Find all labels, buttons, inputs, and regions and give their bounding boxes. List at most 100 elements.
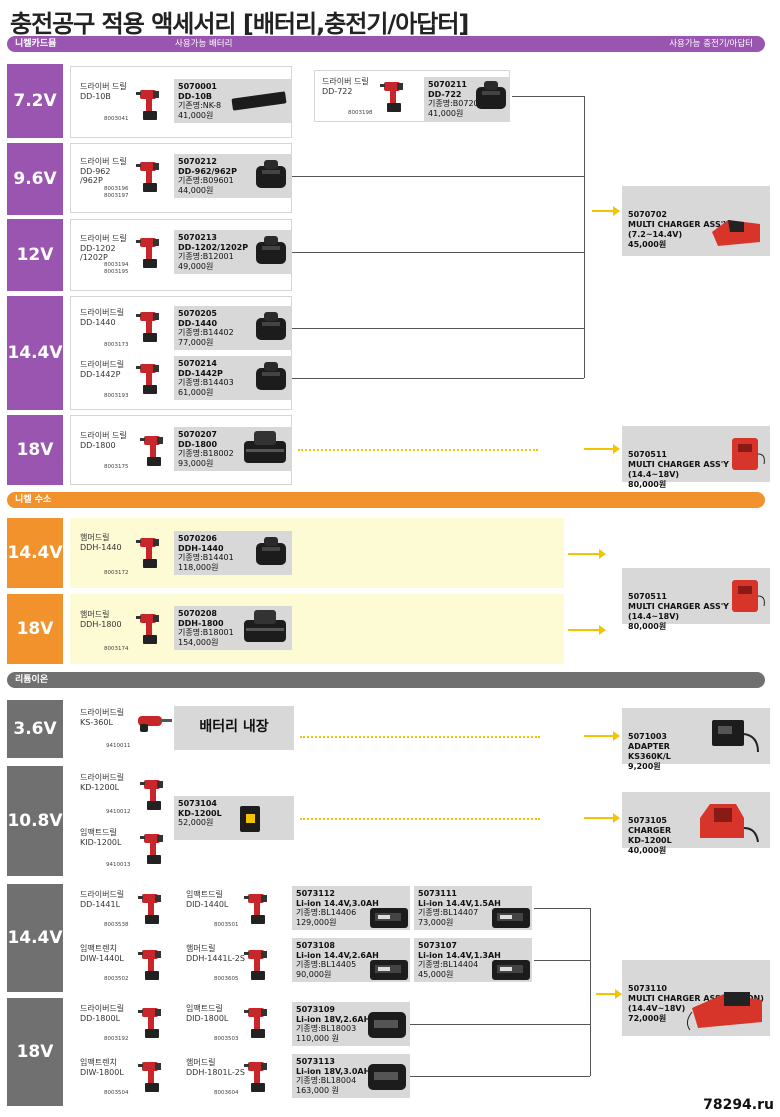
- battery-pack-icon: [256, 160, 286, 188]
- battery-part: 5073112 Li-ion 14.4V,3.0AH: [296, 889, 379, 908]
- battery-card: 5070212 DD-962/962P 기존명:B09601 44,000원: [174, 154, 292, 198]
- voltage-label: 18V: [7, 415, 63, 485]
- battery-part: 5073107 Li-ion 14.4V,1.3AH: [418, 941, 501, 960]
- battery-info: 기종명:B14403 61,000원: [178, 378, 234, 397]
- tool-label: 햄머드릴 DDH-1441L-2S: [186, 944, 245, 963]
- tool-code: 8003172: [104, 570, 129, 576]
- battery-info: 기종명:BL14406 129,000원: [296, 908, 357, 927]
- tool-label: 드라이버 드릴 DD-722: [322, 77, 369, 96]
- liion-battery-icon: [370, 960, 408, 980]
- battery-card: 5073109 Li-ion 18V,2.6AH 기종명:BL18003 110…: [292, 1002, 410, 1046]
- battery-card: 5070214 DD-1442P 기종명:B14403 61,000원: [174, 356, 292, 400]
- connector-line: [292, 252, 584, 253]
- hammer-drill-icon: [244, 1062, 267, 1092]
- battery-card: 5073113 Li-ion 18V,3.0AH 기종명:BL18004 163…: [292, 1054, 410, 1098]
- section-bar-liion: 리튬이온: [7, 672, 765, 688]
- arrow-icon: [596, 989, 622, 999]
- voltage-label: 14.4V: [7, 296, 63, 410]
- battery-part: 5070214 DD-1442P: [178, 359, 223, 378]
- battery-info: 기종명:BL18003 110,000 원: [296, 1024, 357, 1043]
- tool-code: 8003501: [214, 922, 239, 928]
- battery-pack-icon: [240, 806, 260, 832]
- charger-card: 5071003 ADAPTER KS360K/L 9,200원: [622, 708, 770, 771]
- arrow-icon: [568, 549, 606, 559]
- hammer-drill-icon: [244, 950, 267, 980]
- battery-info: 기존명:B09601 44,000원: [178, 176, 234, 195]
- tool-label: 햄머드릴 DDH-1801L-2S: [186, 1058, 245, 1077]
- connector-line: [534, 908, 590, 909]
- charger-icon: [686, 992, 762, 1031]
- battery-part: 5070207 DD-1800: [178, 430, 218, 449]
- connector-line: [534, 960, 590, 961]
- voltage-label: 9.6V: [7, 143, 63, 215]
- battery-part: 5070212 DD-962/962P: [178, 157, 237, 176]
- tool-code: 8003173: [104, 342, 129, 348]
- battery-card: 5070206 DDH-1440 기종명:B14401 118,000원: [174, 531, 292, 575]
- connector-line: [298, 449, 538, 451]
- drill-icon: [138, 894, 161, 924]
- connector-line: [410, 1024, 590, 1025]
- voltage-label: 14.4V: [7, 884, 63, 992]
- section-bar-nicad: 니켈카드뮴 사용가능 배터리 사용가능 충전기/아답터: [7, 36, 765, 52]
- tool-code: 8003198: [348, 110, 373, 116]
- liion-battery-icon: [492, 960, 530, 980]
- tool-label: 드라이버 드릴 DD-1202 /1202P: [80, 234, 127, 262]
- charger-card: 5070511 MULTI CHARGER ASS'Y (14.4~18V) 8…: [622, 426, 770, 489]
- battery-info: 기종명:B18002 93,000원: [178, 449, 234, 468]
- tool-label: 임팩트드릴 DID-1440L: [186, 890, 229, 909]
- builtin-battery-label: 배터리 내장: [199, 719, 269, 736]
- drill-icon: [380, 82, 403, 112]
- tool-label: 임팩트렌치 DIW-1800L: [80, 1058, 124, 1077]
- battery-info: 기종명:BL18004 163,000 원: [296, 1076, 357, 1095]
- battery-pack-icon: [256, 312, 286, 340]
- drill-icon: [136, 162, 159, 192]
- tool-label: 임팩트렌치 DIW-1440L: [80, 944, 124, 963]
- tool-code: 8003194 8003195: [104, 262, 129, 275]
- arrow-icon: [584, 813, 620, 823]
- battery-part: 5073104 KD-1200L: [178, 799, 222, 818]
- tool-code: 9410013: [106, 862, 131, 868]
- page-title: 충전공구 적용 액세서리 [배터리,충전기/아답터]: [10, 10, 469, 38]
- charger-icon: [732, 438, 765, 470]
- tool-code: 8003604: [214, 1090, 239, 1096]
- battery-card: 5073104 KD-1200L 52,000원: [174, 796, 294, 840]
- impact-drill-icon: [140, 834, 163, 864]
- battery-part: 5070208 DDH-1800: [178, 609, 224, 628]
- arrow-icon: [568, 625, 606, 635]
- battery-info: 기종명:BL14404 45,000원: [418, 960, 479, 979]
- impact-wrench-icon: [138, 950, 161, 980]
- battery-info: 기종명:BL14405 90,000원: [296, 960, 357, 979]
- charger-column-label: 사용가능 충전기/아답터: [669, 39, 753, 49]
- battery-pack-icon: [244, 610, 286, 642]
- tool-label: 드라이버 드릴 DD-1800: [80, 431, 127, 450]
- tool-code: 9410011: [106, 743, 131, 749]
- drill-icon: [140, 436, 163, 466]
- battery-part: 5070206 DDH-1440: [178, 534, 224, 553]
- drill-icon: [136, 538, 159, 568]
- voltage-label: 12V: [7, 219, 63, 291]
- battery-part: 5070001 DD-10B: [178, 82, 217, 101]
- tool-code: 9410012: [106, 809, 131, 815]
- arrow-icon: [592, 206, 620, 216]
- battery-card: 5070213 DD-1202/1202P 기종명:B12001 49,000원: [174, 230, 292, 274]
- tool-label: 드라이버드릴 DD-1442P: [80, 360, 125, 379]
- tool-code: 8003192: [104, 1036, 129, 1042]
- builtin-battery-card: 배터리 내장: [174, 706, 294, 750]
- battery-info: 기종명:B18001 154,000원: [178, 628, 234, 647]
- battery-part: 5073111 Li-ion 14.4V,1.5AH: [418, 889, 501, 908]
- battery-card: 5073111 Li-ion 14.4V,1.5AH 기종명:BL14407 7…: [414, 886, 532, 930]
- tool-code: 8003502: [104, 976, 129, 982]
- battery-card: 5070208 DDH-1800 기종명:B18001 154,000원: [174, 606, 292, 650]
- voltage-label: 18V: [7, 594, 63, 664]
- tool-label: 드라이버드릴 KS-360L: [80, 708, 125, 727]
- arrow-icon: [584, 444, 620, 454]
- tool-label: 임팩트드릴 DID-1800L: [186, 1004, 229, 1023]
- connector-line: [584, 96, 585, 378]
- watermark: 78294.ru: [703, 1097, 774, 1113]
- screwdriver-icon: [138, 716, 172, 732]
- connector-line: [300, 736, 540, 738]
- drill-icon: [136, 238, 159, 268]
- connector-line: [292, 328, 584, 329]
- tool-label: 임팩트드릴 KID-1200L: [80, 828, 122, 847]
- battery-part: 5070205 DD-1440: [178, 309, 218, 328]
